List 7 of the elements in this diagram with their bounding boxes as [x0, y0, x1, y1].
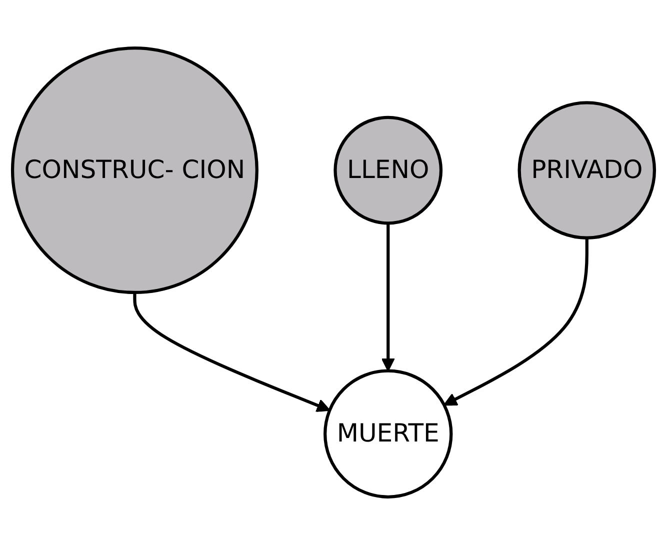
- arrow: [381, 223, 395, 372]
- arrow: [444, 238, 588, 406]
- node-circle: LLENO: [334, 116, 443, 225]
- node-circle: PRIVADO: [518, 101, 656, 240]
- arrow: [133, 292, 330, 412]
- node-circle: CONSTRUC- CION: [10, 46, 258, 294]
- node-circle: MUERTE: [324, 369, 453, 498]
